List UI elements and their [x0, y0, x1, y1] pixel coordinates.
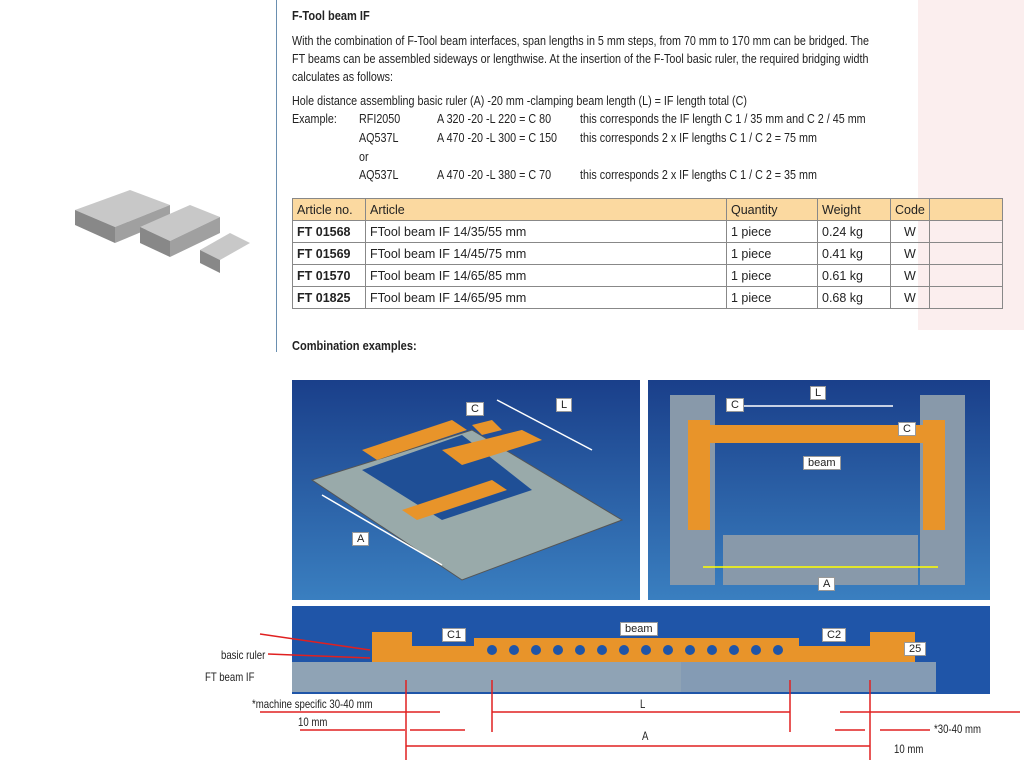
- label-25: 25: [904, 642, 927, 656]
- example-note: this corresponds 2 x IF lengths C 1 / C …: [580, 131, 817, 145]
- col-empty: [928, 198, 1003, 221]
- label-c1: C1: [442, 628, 467, 642]
- cell: 1 piece: [726, 242, 818, 265]
- intro-line: With the combination of F-Tool beam inte…: [292, 34, 869, 48]
- example-calc: A 470 -20 -L 380 = C 70: [437, 168, 552, 182]
- label-a: A: [642, 729, 649, 743]
- example-note: this corresponds the IF length C 1 / 35 …: [580, 112, 866, 126]
- cell: [928, 264, 1003, 287]
- label-10mm: 10 mm: [894, 742, 924, 756]
- cell: 0.68 kg: [817, 286, 891, 309]
- label-c2: C2: [822, 628, 847, 642]
- col-weight: Weight: [817, 198, 891, 221]
- example-label: Example:: [292, 112, 337, 126]
- cell: 0.61 kg: [817, 264, 891, 287]
- label-ft-beam: FT beam IF: [205, 670, 255, 684]
- example-model: AQ537L: [359, 131, 399, 145]
- col-article: Article: [365, 198, 727, 221]
- cell: 1 piece: [726, 220, 818, 243]
- cell: W: [890, 264, 930, 287]
- intro-line: FT beams can be assembled sideways or le…: [292, 52, 869, 66]
- label-machine-specific: *machine specific 30-40 mm: [252, 697, 373, 711]
- cell: W: [890, 220, 930, 243]
- cell: 1 piece: [726, 264, 818, 287]
- cell: FT 01568: [292, 220, 366, 243]
- cell: [928, 242, 1003, 265]
- figure-isometric: C L A: [292, 380, 640, 600]
- figure-side-view: C1 beam C2 25: [292, 606, 990, 694]
- col-code: Code: [890, 198, 930, 221]
- example-note: this corresponds 2 x IF lengths C 1 / C …: [580, 168, 817, 182]
- label-l: L: [640, 697, 646, 711]
- example-calc: A 470 -20 -L 300 = C 150: [437, 131, 558, 145]
- label-a: A: [818, 577, 836, 591]
- cell: 0.24 kg: [817, 220, 891, 243]
- cell: [928, 286, 1003, 309]
- article-table: Article no. Article Quantity Weight Code…: [292, 198, 1003, 309]
- col-article-no: Article no.: [292, 198, 366, 221]
- section-title: F-Tool beam IF: [292, 8, 370, 23]
- cell: FT 01825: [292, 286, 366, 309]
- col-quantity: Quantity: [726, 198, 818, 221]
- example-model: AQ537L: [359, 168, 399, 182]
- label-l: L: [556, 398, 573, 412]
- cell: FTool beam IF 14/35/55 mm: [365, 220, 727, 243]
- label-basic-ruler: basic ruler: [221, 648, 266, 662]
- label-c: C: [898, 422, 916, 436]
- cell: FT 01570: [292, 264, 366, 287]
- example-calc: A 320 -20 -L 220 = C 80: [437, 112, 552, 126]
- example-model: RFI2050: [359, 112, 401, 126]
- table-header: Article no. Article Quantity Weight Code: [292, 198, 1003, 221]
- label-beam: beam: [803, 456, 841, 470]
- label-c: C: [726, 398, 744, 412]
- cell: 1 piece: [726, 286, 818, 309]
- label-l: L: [810, 386, 827, 400]
- dimension-lines: [259, 633, 1020, 760]
- cell: FTool beam IF 14/45/75 mm: [365, 242, 727, 265]
- label-a: A: [352, 532, 370, 546]
- combination-title: Combination examples:: [292, 338, 417, 353]
- divider: [276, 0, 277, 352]
- cell: W: [890, 286, 930, 309]
- cell: FTool beam IF 14/65/85 mm: [365, 264, 727, 287]
- formula: Hole distance assembling basic ruler (A)…: [292, 94, 747, 108]
- example-or: or: [359, 150, 369, 164]
- label-beam: beam: [620, 622, 658, 636]
- label-10mm: 10 mm: [298, 715, 328, 729]
- product-image: [75, 190, 250, 273]
- cell: W: [890, 242, 930, 265]
- cell: FT 01569: [292, 242, 366, 265]
- intro-line: calculates as follows:: [292, 70, 393, 84]
- cell: FTool beam IF 14/65/95 mm: [365, 286, 727, 309]
- cell: 0.41 kg: [817, 242, 891, 265]
- figure-top-view: C L C beam A: [648, 380, 990, 600]
- cell: [928, 220, 1003, 243]
- label-c: C: [466, 402, 484, 416]
- label-30-40mm: *30-40 mm: [934, 722, 981, 736]
